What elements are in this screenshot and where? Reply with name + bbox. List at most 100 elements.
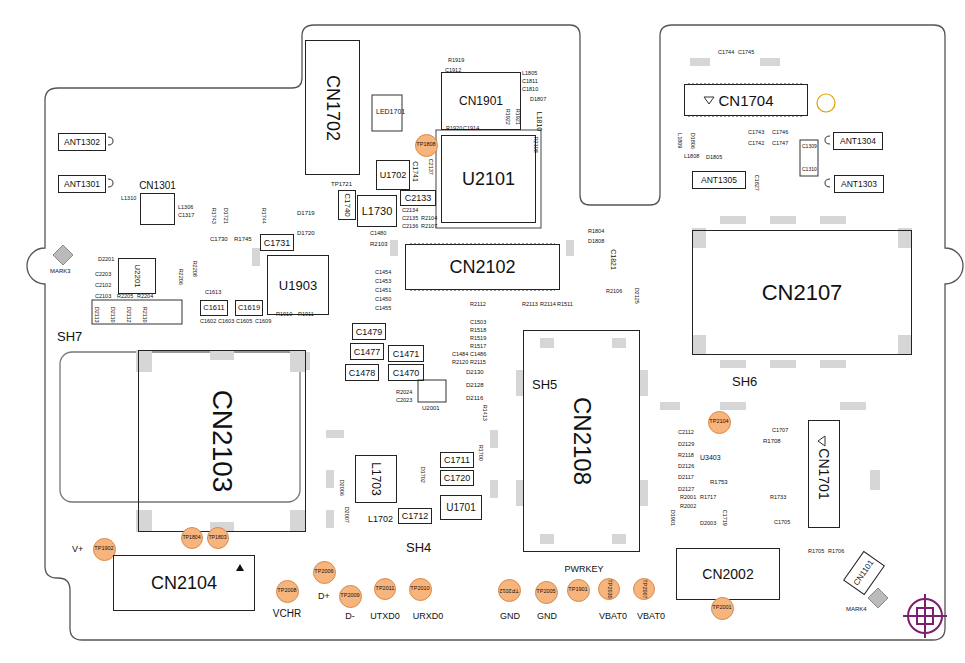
silkscreen-label: C1914	[463, 126, 479, 132]
ant-clip	[825, 136, 830, 144]
designator: L1703	[370, 462, 382, 495]
silkscreen-label: VCHR	[273, 609, 301, 619]
component-outline: C1471	[388, 345, 424, 362]
component-outline: C1731	[260, 234, 294, 251]
component-outline: CN1301	[140, 193, 175, 225]
silkscreen-label: C1603	[218, 319, 234, 325]
silkscreen-label: R1517	[470, 344, 486, 350]
ant-clip	[825, 179, 830, 187]
component-outline: C2133	[400, 190, 436, 206]
designator: CN2002	[702, 567, 753, 581]
component-outline: ANT1301	[58, 175, 106, 193]
silkscreen-label: C1613	[205, 290, 221, 296]
silkscreen-label: GND	[537, 612, 557, 621]
silkscreen-label: D2127	[678, 487, 694, 493]
silkscreen-label: D1806	[689, 133, 695, 149]
component-outline: CN2103	[138, 350, 306, 532]
silkscreen-label: C1503	[470, 320, 486, 326]
designator: ANT1302	[64, 138, 100, 147]
silkscreen-label: C1741	[412, 161, 419, 182]
silkscreen-label: R2106	[606, 289, 622, 295]
silkscreen-label: C1707	[772, 428, 788, 434]
designator: TP1808	[416, 142, 435, 148]
component-outline: C1712	[398, 508, 432, 524]
silkscreen-label: C2136	[402, 224, 418, 230]
silkscreen-label: C1454	[375, 270, 391, 276]
silkscreen-label: D2128	[466, 382, 484, 388]
test-point: TP1808	[415, 134, 438, 157]
designator: C1478	[349, 368, 376, 377]
silkscreen-label: GND	[500, 612, 520, 621]
silkscreen-label: D1720	[297, 230, 315, 236]
designator: ANT1305	[701, 176, 737, 185]
silkscreen-label: D2126	[678, 464, 694, 470]
silkscreen-label: C1745	[738, 50, 754, 56]
silkscreen-label: D1807	[530, 97, 546, 103]
silkscreen-label: C1705	[774, 520, 790, 526]
test-point: TP1901	[567, 579, 590, 602]
silkscreen-label: R1700	[477, 445, 483, 461]
designator: CN2102	[449, 258, 515, 276]
component-outline: C1711	[440, 452, 474, 468]
component-outline: C1740	[338, 190, 356, 220]
silkscreen-label: D2130	[466, 369, 484, 375]
silkscreen-label: R1745	[234, 236, 252, 242]
silkscreen-label: R2205	[117, 294, 133, 300]
silkscreen-label: C2112	[678, 430, 694, 436]
designator: CN2103	[208, 390, 236, 493]
test-point: TP2011	[374, 578, 396, 600]
silkscreen-label: R2204	[137, 294, 153, 300]
silkscreen-label: R1518	[470, 328, 486, 334]
designator: C1619	[238, 304, 260, 312]
silkscreen-label: R1706	[828, 549, 844, 555]
silkscreen-label: C2135	[402, 216, 418, 222]
component-outline: CN2102	[405, 244, 560, 290]
component-outline: CN2002	[676, 548, 780, 600]
silkscreen-label: L1808	[684, 154, 699, 160]
component-outline: CN2107	[692, 230, 912, 355]
silkscreen-label: C2134	[402, 208, 418, 214]
designator: C1470	[393, 368, 420, 377]
silkscreen-label: D2116	[466, 395, 483, 401]
pin1-marker	[704, 97, 714, 104]
silkscreen-label: D2129	[678, 442, 694, 448]
silkscreen-label: D2112	[125, 307, 131, 323]
silkscreen-label: R1413	[481, 405, 487, 421]
silkscreen-label: R1744	[260, 208, 266, 224]
logo	[903, 594, 947, 638]
designator: CN2104	[151, 574, 217, 592]
silkscreen-label: R2118	[678, 453, 694, 459]
silkscreen-label: C1609	[255, 319, 271, 325]
silkscreen-label: VBAT0	[637, 612, 665, 621]
silkscreen-label: C1605	[236, 319, 252, 325]
silkscreen-label: R1708	[763, 438, 781, 444]
silkscreen-label: C2023	[396, 398, 412, 404]
silkscreen-label: R1910	[276, 312, 292, 318]
designator: C1740	[343, 193, 351, 217]
silkscreen-label: R2108	[532, 137, 538, 153]
designator: TP1901	[568, 587, 587, 593]
silkscreen-label: VBAT0	[599, 612, 627, 621]
silkscreen-label: C1742	[748, 141, 764, 147]
designator: CN1704	[718, 93, 773, 108]
component-outline: C1611	[200, 300, 228, 316]
silkscreen-label: LED1701	[376, 108, 405, 115]
designator: TP1804	[182, 535, 200, 540]
silkscreen-label: L1810	[536, 112, 543, 131]
pin1-marker	[818, 436, 825, 446]
silkscreen-label: C2137	[427, 159, 433, 175]
silkscreen-label: C1811	[522, 79, 538, 85]
silkscreen-label: C1912	[445, 68, 461, 74]
designator: TP2011	[376, 586, 395, 592]
pads	[136, 58, 912, 544]
silkscreen-label: D2117	[678, 475, 694, 481]
component-outline: CN2104	[113, 555, 255, 611]
component-outline: C1479	[352, 323, 386, 340]
designator: U1701	[446, 503, 475, 513]
component-outline: C1477	[350, 343, 384, 360]
silkscreen-label: MARK3	[50, 268, 71, 274]
part-outline	[800, 140, 818, 176]
silkscreen-label: C1743	[748, 130, 764, 136]
silkscreen-label: D1901	[669, 510, 675, 526]
designator: TP2104	[709, 419, 728, 425]
